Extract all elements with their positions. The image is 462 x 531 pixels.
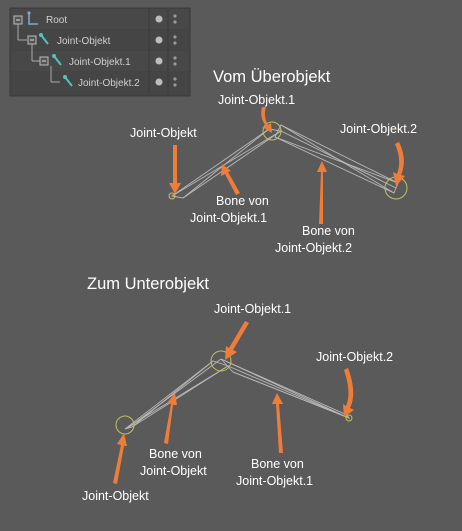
- tree-row-label: Joint-Objekt.2: [78, 78, 140, 89]
- visibility-dot-icon[interactable]: [155, 78, 163, 86]
- object-manager-panel: Root Joint-Objekt Joint-Objekt.1 Joint-O…: [9, 7, 191, 97]
- tree-row[interactable]: [11, 9, 189, 29]
- label-top-bone1-line2: Joint-Objekt.1: [190, 211, 267, 225]
- bone-chain-top: [170, 124, 399, 199]
- arrow-icon: [113, 433, 127, 484]
- render-toggle-icon[interactable]: [173, 14, 177, 24]
- arrow-icon: [272, 393, 283, 453]
- label-top-joint2: Joint-Objekt.2: [340, 122, 417, 136]
- expand-toggle-icon[interactable]: [13, 15, 23, 25]
- arrow-icon: [261, 107, 272, 133]
- arrow-icon: [317, 161, 327, 224]
- joint-marker: [168, 192, 176, 200]
- tree-row-label: Joint-Objekt.1: [69, 57, 131, 68]
- arrow-icon: [221, 164, 240, 195]
- null-object-icon: [27, 11, 38, 25]
- tree-row[interactable]: [11, 72, 189, 94]
- render-toggle-icon[interactable]: [173, 77, 177, 87]
- joint-icon: [52, 54, 62, 66]
- joint-marker: [210, 350, 232, 372]
- expand-toggle-icon[interactable]: [27, 35, 37, 45]
- joint-icon: [39, 33, 49, 45]
- label-top-bone1-line1: Bone von: [216, 194, 269, 208]
- arrow-icon: [343, 368, 354, 417]
- visibility-dot-icon[interactable]: [155, 15, 163, 23]
- joint-marker: [262, 121, 282, 141]
- joint-marker: [345, 414, 353, 422]
- arrow-icon: [164, 393, 177, 444]
- joint-icon: [63, 75, 73, 87]
- label-top-bone2-line1: Bone von: [302, 224, 355, 238]
- section-heading-bottom: Zum Unterobjekt: [87, 275, 209, 293]
- label-bottom-bone1-line1: Bone von: [251, 457, 304, 471]
- label-bottom-bone1-line2: Joint-Objekt.1: [236, 474, 313, 488]
- tree-row-label: Joint-Objekt: [57, 36, 111, 47]
- visibility-dot-icon[interactable]: [155, 57, 163, 65]
- render-toggle-icon[interactable]: [173, 35, 177, 45]
- render-toggle-icon[interactable]: [173, 56, 177, 66]
- label-bottom-joint2: Joint-Objekt.2: [316, 350, 393, 364]
- arrow-icon: [225, 321, 249, 360]
- label-top-bone2-line2: Joint-Objekt.2: [275, 241, 352, 255]
- bone-chain-bottom: [124, 358, 351, 430]
- arrow-icon: [169, 145, 181, 194]
- label-bottom-bone0-line2: Joint-Objekt: [140, 464, 207, 478]
- label-top-joint1: Joint-Objekt.1: [218, 93, 295, 107]
- tree-row[interactable]: [11, 30, 189, 50]
- label-bottom-joint1: Joint-Objekt.1: [214, 302, 291, 316]
- arrow-icon: [393, 142, 405, 186]
- tree-row-label: Root: [46, 15, 67, 26]
- expand-toggle-icon[interactable]: [39, 56, 49, 66]
- label-bottom-joint0: Joint-Objekt: [82, 489, 149, 503]
- joint-marker: [115, 415, 135, 435]
- label-top-joint0: Joint-Objekt: [130, 126, 197, 140]
- section-heading-top: Vom Überobjekt: [213, 68, 331, 86]
- visibility-dot-icon[interactable]: [155, 36, 163, 44]
- label-bottom-bone0-line1: Bone von: [149, 447, 202, 461]
